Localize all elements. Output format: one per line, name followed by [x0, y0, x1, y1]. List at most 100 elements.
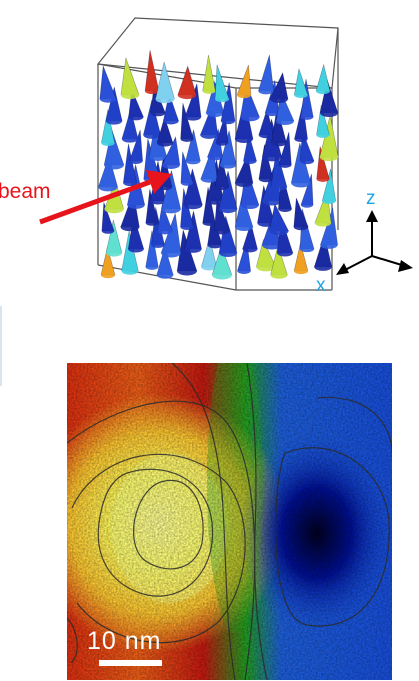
spin-arrow-cone-base — [101, 271, 115, 279]
spin-arrow-cone-base — [262, 240, 282, 250]
spin-arrow-cone-base — [278, 205, 292, 213]
spin-arrow-cone-base — [150, 109, 166, 117]
spin-arrow-cone-base — [105, 117, 123, 125]
spin-arrow-cone-base — [220, 117, 236, 125]
beam-label: beam — [0, 180, 51, 203]
spin-arrow-cone-base — [180, 180, 194, 186]
spin-arrow-cone-base — [201, 263, 217, 271]
spin-arrow-cone-base — [106, 249, 122, 257]
spin-arrow-cone-base — [269, 226, 289, 236]
spin-arrow-cone-base — [300, 114, 314, 120]
spin-arrow-cone-base — [202, 220, 216, 226]
spin-arrow-cone-base — [129, 158, 143, 164]
spin-arrow-cone-base — [219, 248, 237, 258]
spin-arrow-cone — [155, 61, 175, 100]
spin-arrow-cone-base — [314, 219, 332, 227]
beam-arrow — [39, 170, 172, 225]
spin-arrow-cone-base — [184, 113, 202, 121]
spin-arrow-cone-base — [145, 264, 159, 270]
axes-icon — [336, 210, 413, 275]
field-map-image: 10 nm — [67, 363, 392, 680]
spin-arrow-cone-base — [316, 176, 330, 182]
spin-arrow-cone-base — [241, 201, 259, 209]
spin-arrow-cone-base — [123, 179, 137, 187]
spin-arrow-cone-base — [101, 228, 115, 234]
spin-arrow-cone-base — [184, 245, 202, 253]
spin-arrow-cone-base — [265, 109, 279, 117]
spin-arrow-cone-base — [235, 222, 253, 232]
spin-arrow-cone-base — [145, 87, 159, 95]
spin-arrow-cone-base — [237, 91, 251, 99]
spin-arrow-cone-base — [278, 162, 292, 168]
spin-arrow-field — [97, 50, 339, 280]
spin-arrow-cone-base — [294, 267, 308, 275]
spin-arrow-cone-base — [104, 204, 124, 214]
spin-arrow-cone-base — [121, 135, 139, 143]
spin-arrow-cone-base — [322, 197, 336, 205]
spin-arrow-cone-base — [150, 197, 166, 205]
spin-arrow-cone-base — [258, 131, 274, 139]
axis-z-label: z — [366, 188, 376, 209]
spin-arrow-cone — [99, 65, 117, 100]
spin-arrow-cone-base — [316, 87, 330, 95]
spin-arrow-cone-base — [101, 140, 115, 146]
spin-arrow-cone-base — [202, 88, 216, 94]
spin-arrow-cone-base — [128, 245, 144, 253]
spin-arrow-cone-base — [258, 87, 274, 95]
spin-arrow-cone-base — [177, 90, 197, 100]
spin-arrow-cone-base — [237, 268, 251, 274]
spin-arrow-cone-base — [215, 140, 229, 146]
spin-arrow-cone-base — [319, 152, 339, 162]
scale-bar-label: 10 nm — [87, 627, 162, 655]
spin-arrow-cone — [258, 54, 274, 92]
spin-arrow-cone-base — [163, 117, 179, 125]
spin-arrow-cone-base — [143, 131, 161, 139]
spin-arrow-cone-base — [291, 178, 311, 188]
spin-arrow-cone-base — [180, 224, 194, 230]
spin-arrow-cone-base — [104, 160, 124, 170]
spin-arrow-cone-base — [149, 153, 167, 161]
axis-x-label: x — [316, 275, 326, 296]
spin-arrow-cone-base — [219, 161, 237, 169]
contour-lines — [67, 363, 392, 680]
panel-divider — [0, 306, 2, 386]
spin-arrow-cone-base — [128, 113, 144, 121]
spin-arrow-cone-base — [320, 241, 338, 249]
spin-arrow-cone-base — [161, 248, 181, 258]
spin-arrow-cone-base — [276, 116, 294, 126]
spin-arrow-cone-base — [256, 262, 276, 272]
spin-arrow-cone-base — [180, 136, 194, 142]
spin-arrow-cone-base — [300, 157, 314, 165]
spin-arrow-cone-base — [235, 178, 253, 188]
spin-arrow-cone — [120, 57, 140, 96]
spin-arrow-cone-base — [151, 242, 165, 248]
spin-arrow-cone-base — [270, 94, 288, 104]
spin-arrow-cone-base — [99, 95, 117, 103]
spin-arrow-cone-base — [293, 223, 309, 231]
spin-arrow-cone-base — [257, 219, 275, 227]
spin-arrow-cone-base — [177, 266, 197, 276]
spin-arrow-cone-base — [262, 152, 282, 162]
spin-arrow-cone-base — [240, 112, 260, 122]
spin-arrow-cone-base — [294, 91, 308, 99]
spin-arrow-cone-base — [183, 200, 203, 210]
spin-arrow-cone — [214, 64, 230, 100]
spin-arrow-cone-base — [206, 197, 224, 205]
spin-arrow-cone-base — [242, 245, 258, 253]
spin-arrow-cone-base — [299, 245, 315, 253]
spin-arrow-cone-base — [314, 263, 332, 271]
spin-arrow-cone — [236, 64, 252, 96]
spin-arrow-cone-base — [127, 201, 145, 209]
spin-arrow-cone-base — [258, 175, 274, 183]
spin-arrow-cone-base — [300, 202, 314, 208]
spin-arrow-cone-base — [200, 175, 218, 183]
spin-arrow-cone-base — [161, 204, 181, 214]
spin-arrow-cone-base — [185, 157, 201, 165]
spin-arrow-cone-base — [162, 161, 180, 169]
field-map — [67, 363, 392, 680]
spin-arrow-cone-base — [121, 267, 139, 275]
spin-arrow-cone-base — [157, 139, 173, 147]
cube-illustration: beam z x — [0, 17, 413, 296]
spin-arrow-cone-base — [316, 132, 330, 138]
spin-arrow-cone-base — [145, 220, 159, 226]
